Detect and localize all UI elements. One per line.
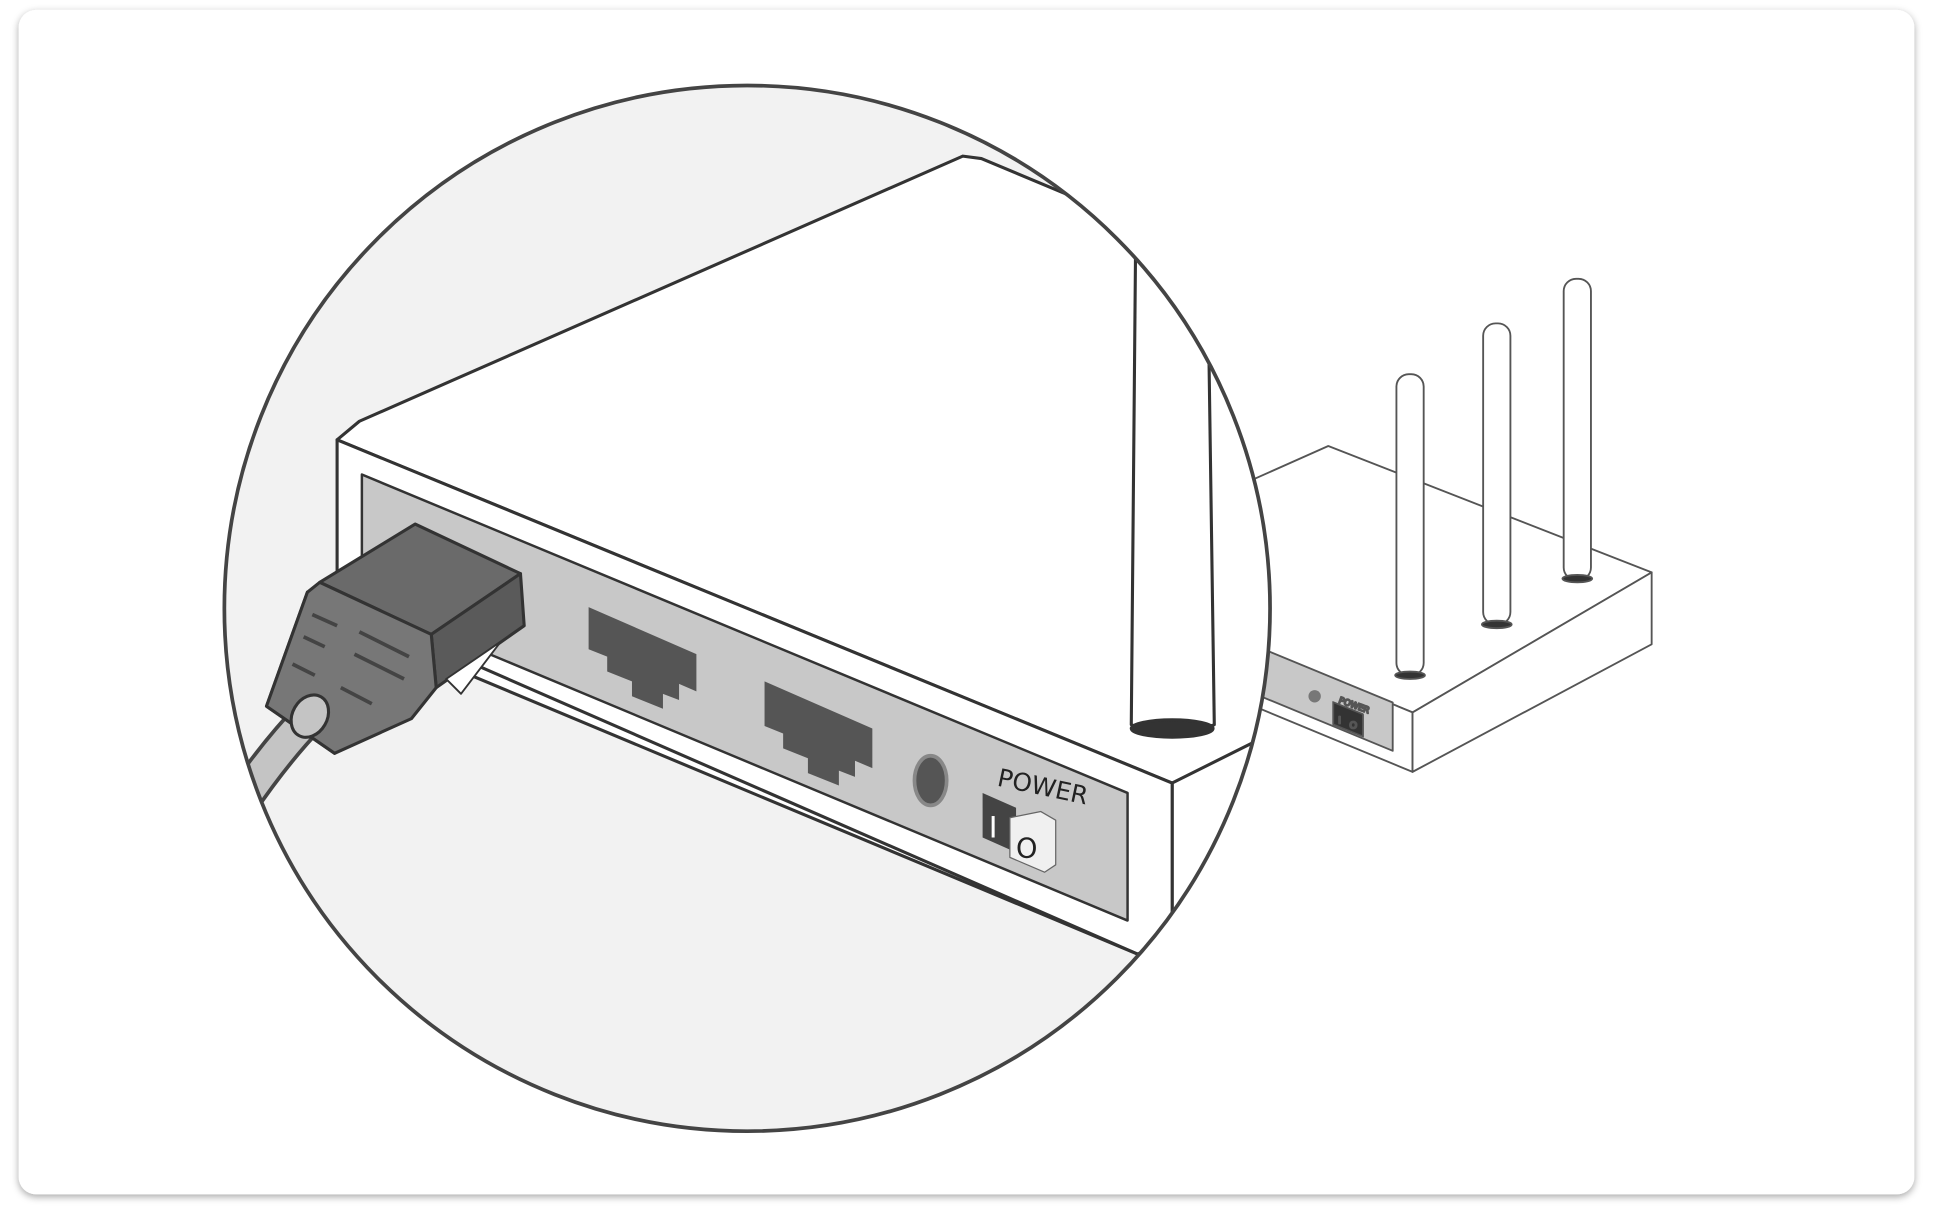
ethernet-port-1 (588, 607, 697, 709)
power-switch-rocker[interactable] (1009, 810, 1057, 873)
small-switch-off: O (1349, 721, 1357, 732)
small-power-switch (1332, 701, 1364, 738)
small-dc-jack-icon (1308, 690, 1321, 703)
switch-on-label: I (989, 811, 998, 846)
dc-jack-icon (912, 753, 949, 808)
ethernet-port-2 (764, 681, 873, 786)
power-switch-on-side (982, 792, 1017, 853)
small-antenna (1394, 277, 1594, 680)
rj45-connector (264, 522, 526, 755)
switch-off-label: O (1016, 833, 1037, 864)
small-switch-on: I (1338, 716, 1341, 727)
small-router: POWER I O (1238, 277, 1653, 773)
